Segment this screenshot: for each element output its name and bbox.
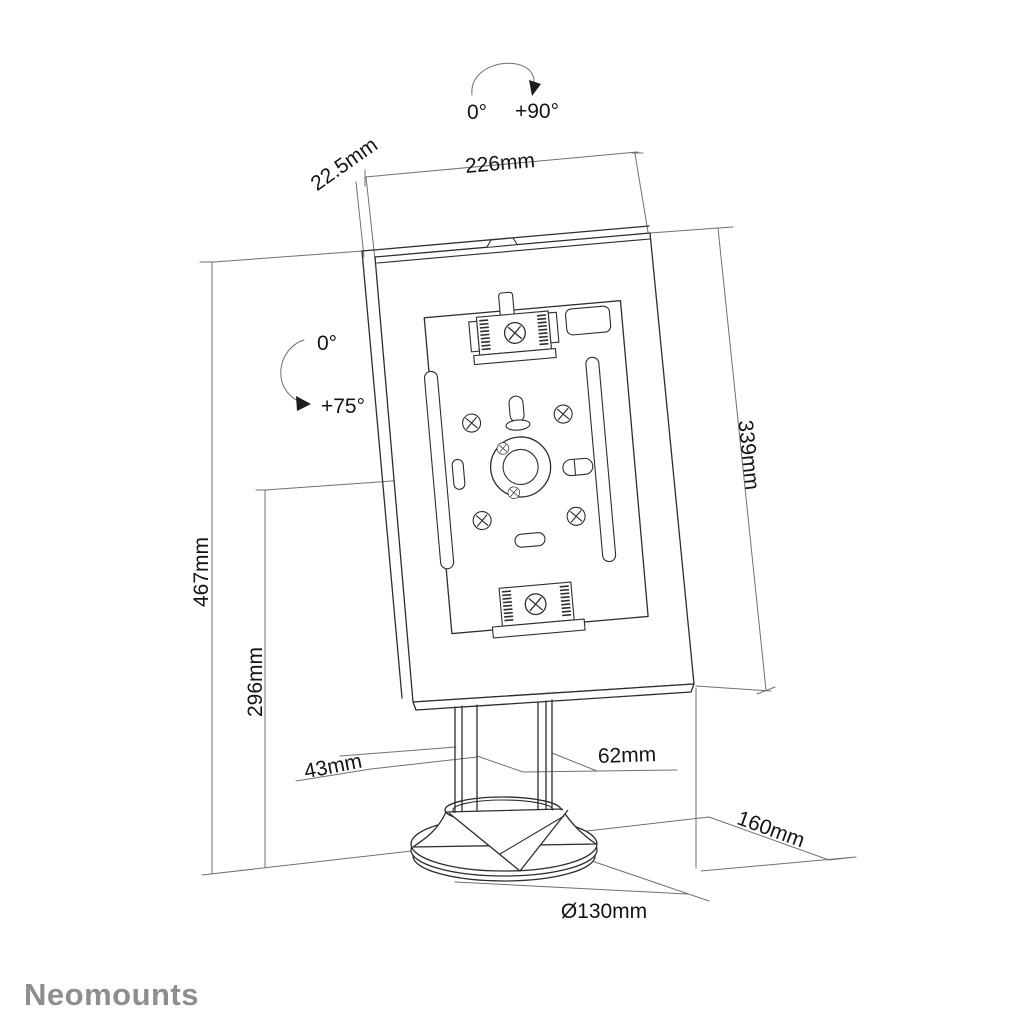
top-clamp-flange	[473, 347, 557, 366]
label-rotation-side-max: +75°	[321, 395, 365, 418]
label-top-offset: 22.5mm	[307, 133, 382, 195]
dim-line-footprint-depth	[695, 687, 857, 872]
rotation-annotations	[280, 62, 541, 411]
label-rotation-top-max: +90°	[515, 100, 559, 123]
neomounts-logo: Neomounts	[24, 977, 199, 1012]
label-width: 226mm	[464, 149, 536, 178]
top-clamp-wing-left	[468, 320, 480, 353]
mounting-plate-details	[423, 291, 649, 639]
enclosure-bottom-band	[412, 683, 695, 711]
top-clamp-knurl-right	[536, 314, 549, 347]
dim-line-top-offset	[355, 176, 376, 261]
column-lines	[454, 699, 553, 817]
lower-capsule-slot	[514, 532, 546, 548]
dim-line-column-width	[476, 752, 678, 773]
right-rail	[585, 356, 617, 563]
label-footprint-depth: 160mm	[734, 807, 808, 853]
top-clamp-tab	[498, 291, 515, 318]
dim-line-total-height	[199, 250, 364, 874]
side-pin-collar	[573, 459, 577, 475]
label-total-height: 467mm	[190, 537, 213, 607]
bottom-clamp-knurl-left	[501, 590, 514, 623]
rotate-75-arrowhead-icon	[296, 396, 311, 411]
corner-cutout	[565, 305, 612, 336]
center-boss-hole	[502, 448, 539, 486]
label-base-diameter: Ø130mm	[561, 900, 647, 923]
top-clamp-knurl-left	[479, 319, 491, 352]
rotate-90-arrowhead-icon	[529, 80, 541, 96]
top-clamp-wing-right	[547, 311, 560, 344]
rotate-90-arc-icon	[471, 62, 535, 96]
dim-line-width	[364, 151, 649, 233]
label-center-height: 296mm	[244, 647, 267, 717]
cable-cover-v	[448, 809, 569, 872]
cable-cover-fold	[499, 815, 565, 855]
label-rotation-side-zero: 0°	[317, 332, 337, 355]
bottom-clamp-knurl-right	[559, 585, 572, 618]
locking-pin-base	[505, 419, 531, 431]
base-assembly	[410, 796, 598, 882]
rotate-75-arc-icon	[280, 339, 305, 403]
dim-line-panel-height	[649, 226, 776, 695]
label-panel-height: 339mm	[733, 419, 763, 491]
left-rail	[423, 370, 455, 570]
enclosure-top-inner-edge	[376, 238, 651, 264]
camera-bump	[486, 237, 518, 248]
support-column	[454, 699, 553, 817]
dim-line-base-diameter	[454, 860, 710, 902]
locking-pin	[508, 395, 525, 423]
label-column-width: 62mm	[597, 743, 656, 768]
left-slot	[451, 458, 466, 490]
label-column-depth: 43mm	[302, 750, 364, 784]
bottom-clamp-flange	[491, 618, 586, 639]
dim-line-column-depth	[295, 746, 478, 782]
side-pin	[562, 457, 594, 477]
label-rotation-top-zero: 0°	[467, 101, 487, 124]
